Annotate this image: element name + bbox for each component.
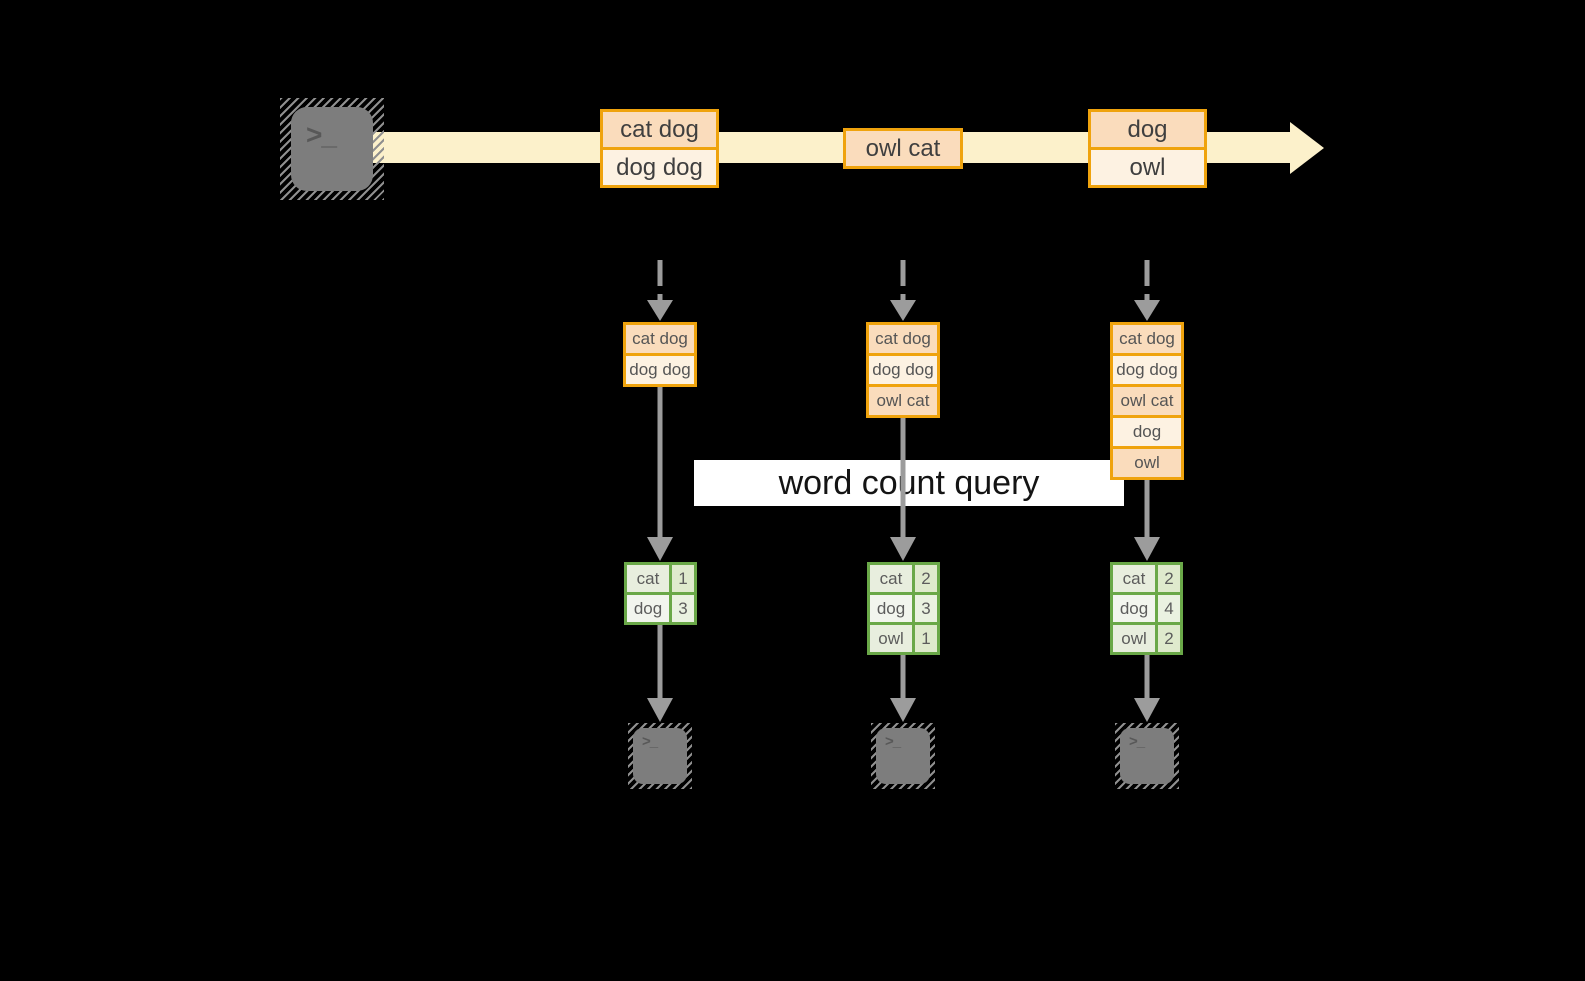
count-cell: 2 bbox=[915, 565, 937, 592]
arrow-head bbox=[890, 698, 916, 722]
arrow-head bbox=[647, 698, 673, 722]
arrow-head bbox=[890, 537, 916, 561]
output-arrow-1 bbox=[647, 625, 673, 722]
terminal-prompt-icon: >_ bbox=[642, 733, 658, 750]
ingest-arrow-3 bbox=[1134, 260, 1160, 321]
word-count-table-2: cat 2 dog 3 owl 1 bbox=[867, 562, 940, 655]
count-cell: 3 bbox=[672, 595, 694, 622]
count-cell: 3 bbox=[915, 595, 937, 622]
message-line: dog dog bbox=[603, 150, 716, 185]
terminal-source-icon: >_ bbox=[280, 98, 384, 200]
message-line: cat dog bbox=[603, 112, 716, 147]
word-cell: owl bbox=[870, 625, 912, 652]
word-cell: cat bbox=[870, 565, 912, 592]
state-line: cat dog bbox=[869, 325, 937, 353]
message-line: owl cat bbox=[846, 131, 960, 166]
state-stack-3: cat dog dog dog owl cat dog owl bbox=[1110, 322, 1184, 480]
word-count-table-1: cat 1 dog 3 bbox=[624, 562, 697, 625]
terminal-prompt-icon: >_ bbox=[885, 733, 901, 750]
arrow-head bbox=[890, 300, 916, 321]
count-cell: 1 bbox=[672, 565, 694, 592]
state-line: cat dog bbox=[1113, 325, 1181, 353]
arrow-head bbox=[647, 300, 673, 321]
terminal-screen: >_ bbox=[633, 728, 687, 784]
stream-message-2: owl cat bbox=[843, 128, 963, 169]
arrow-head bbox=[1134, 300, 1160, 321]
message-line: dog bbox=[1091, 112, 1204, 147]
arrow-head bbox=[647, 537, 673, 561]
query-arrow-2 bbox=[890, 418, 916, 561]
state-line: owl cat bbox=[1113, 387, 1181, 415]
state-stack-1: cat dog dog dog bbox=[623, 322, 697, 387]
query-arrow-3 bbox=[1134, 480, 1160, 561]
terminal-output-icon-1: >_ bbox=[628, 723, 692, 789]
terminal-screen: >_ bbox=[876, 728, 930, 784]
arrow-head bbox=[1134, 698, 1160, 722]
count-cell: 2 bbox=[1158, 565, 1180, 592]
state-line: dog dog bbox=[1113, 356, 1181, 384]
state-line: dog dog bbox=[869, 356, 937, 384]
state-line: owl cat bbox=[869, 387, 937, 415]
terminal-prompt-icon: >_ bbox=[306, 119, 337, 150]
state-stack-2: cat dog dog dog owl cat bbox=[866, 322, 940, 418]
word-cell: dog bbox=[1113, 595, 1155, 622]
stream-arrowhead-icon bbox=[1290, 122, 1324, 174]
state-line: dog dog bbox=[626, 356, 694, 384]
state-line: dog bbox=[1113, 418, 1181, 446]
count-cell: 1 bbox=[915, 625, 937, 652]
word-cell: dog bbox=[627, 595, 669, 622]
ingest-arrow-2 bbox=[890, 260, 916, 321]
ingest-arrow-1 bbox=[647, 260, 673, 321]
word-cell: cat bbox=[1113, 565, 1155, 592]
word-cell: dog bbox=[870, 595, 912, 622]
terminal-screen: >_ bbox=[291, 107, 373, 191]
word-cell: owl bbox=[1113, 625, 1155, 652]
word-count-table-3: cat 2 dog 4 owl 2 bbox=[1110, 562, 1183, 655]
terminal-output-icon-2: >_ bbox=[871, 723, 935, 789]
query-arrow-1 bbox=[647, 387, 673, 561]
state-line: owl bbox=[1113, 449, 1181, 477]
word-cell: cat bbox=[627, 565, 669, 592]
terminal-screen: >_ bbox=[1120, 728, 1174, 784]
state-line: cat dog bbox=[626, 325, 694, 353]
terminal-output-icon-3: >_ bbox=[1115, 723, 1179, 789]
count-cell: 2 bbox=[1158, 625, 1180, 652]
arrow-head bbox=[1134, 537, 1160, 561]
query-banner: word count query bbox=[694, 460, 1124, 506]
stream-message-1: cat dog dog dog bbox=[600, 109, 719, 188]
message-line: owl bbox=[1091, 150, 1204, 185]
output-arrow-2 bbox=[890, 655, 916, 722]
output-arrow-3 bbox=[1134, 655, 1160, 722]
stream-message-3: dog owl bbox=[1088, 109, 1207, 188]
terminal-prompt-icon: >_ bbox=[1129, 733, 1145, 750]
count-cell: 4 bbox=[1158, 595, 1180, 622]
